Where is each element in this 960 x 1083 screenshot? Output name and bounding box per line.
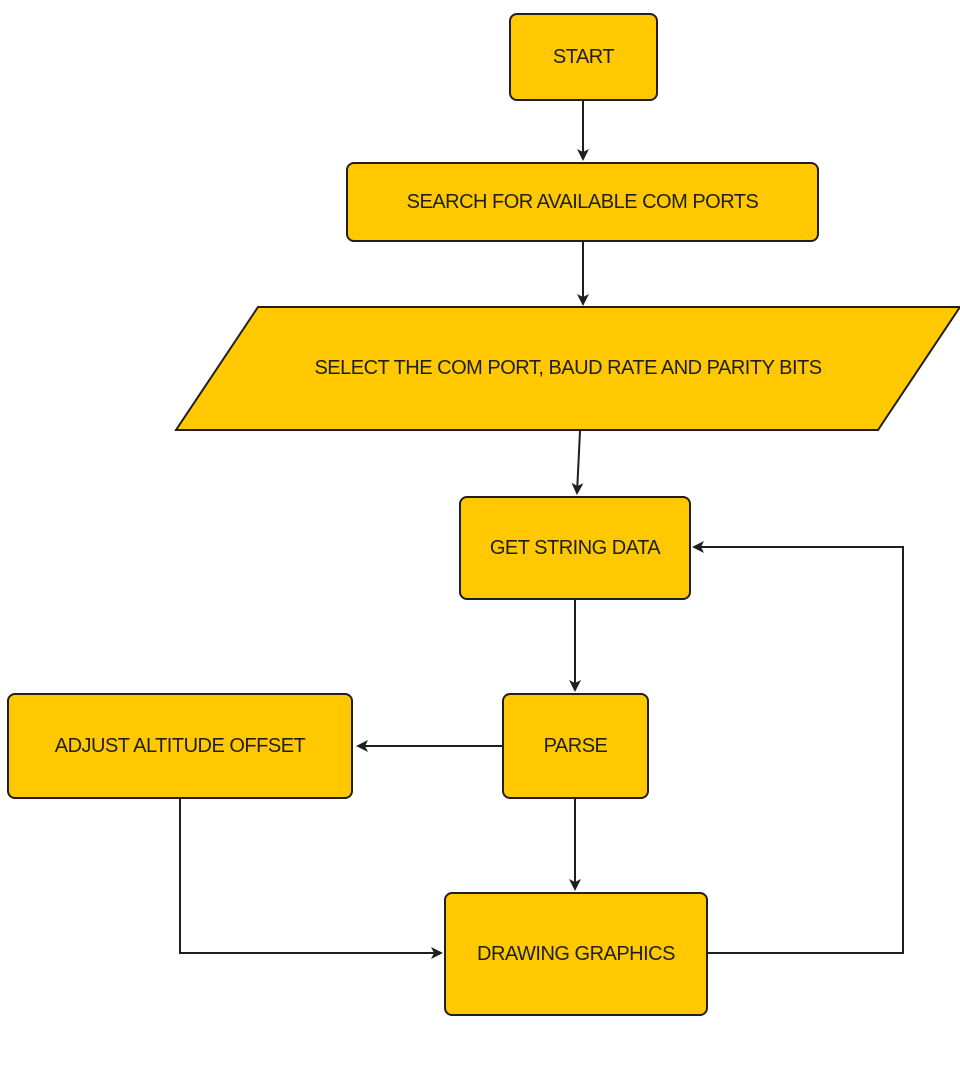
search-com-ports-label: SEARCH FOR AVAILABLE COM PORTS: [406, 190, 759, 213]
start-node: START: [509, 13, 658, 101]
start-label: START: [552, 45, 615, 68]
search-com-ports-node: SEARCH FOR AVAILABLE COM PORTS: [346, 162, 819, 242]
arrow-select-to-get-data: [571, 430, 584, 495]
parse-node: PARSE: [502, 693, 649, 799]
select-parameters-shape: [174, 306, 960, 431]
adjust-altitude-offset-node: ADJUST ALTITUDE OFFSET: [7, 693, 353, 799]
select-parameters-node: SELECT THE COM PORT, BAUD RATE AND PARIT…: [176, 307, 960, 430]
drawing-graphics-label: DRAWING GRAPHICS: [477, 942, 675, 965]
select-parameters-label: SELECT THE COM PORT, BAUD RATE AND PARIT…: [314, 357, 822, 379]
get-string-data-label: GET STRING DATA: [489, 536, 661, 559]
adjust-altitude-offset-label: ADJUST ALTITUDE OFFSET: [54, 734, 306, 757]
get-string-data-node: GET STRING DATA: [459, 496, 691, 600]
parse-label: PARSE: [543, 734, 608, 757]
drawing-graphics-node: DRAWING GRAPHICS: [444, 892, 708, 1016]
arrow-draw-loop-to-get-data: [692, 541, 904, 954]
arrow-adjust-to-draw: [179, 799, 443, 959]
